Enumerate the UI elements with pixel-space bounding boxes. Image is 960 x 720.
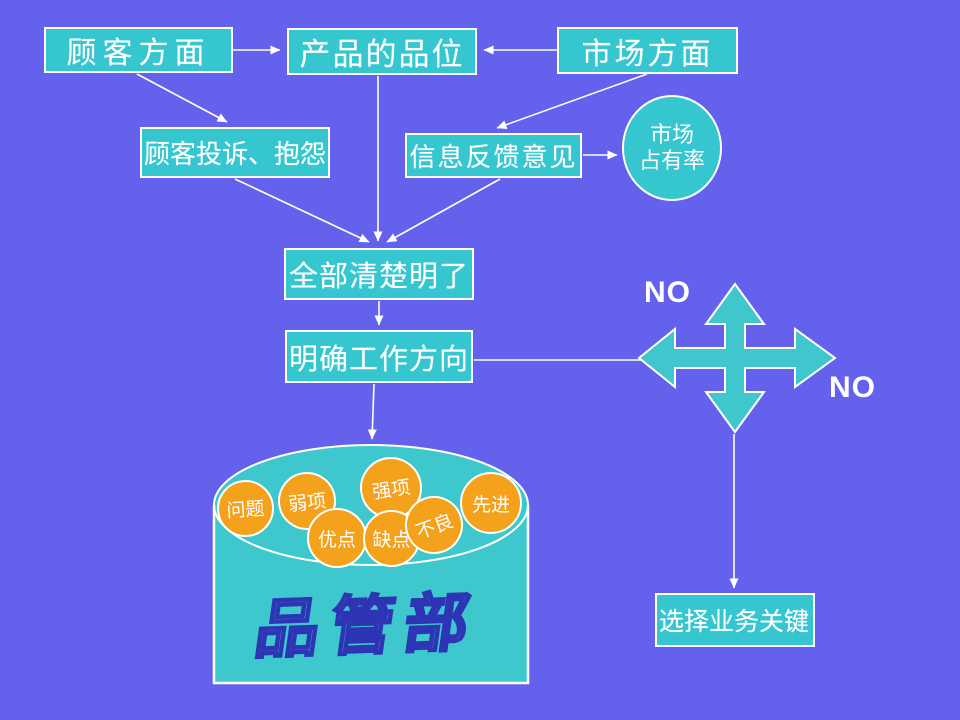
arrow-market-to-feedback [496,73,648,130]
node-feedback-opinions: 信息反馈意见 [405,133,582,178]
arrow-complaints-to-allclear [234,178,370,243]
no-label-right: NO [829,371,876,404]
bubble-advantages: 优点 [307,508,367,568]
department-title: 品管部 [249,586,485,667]
node-work-direction: 明确工作方向 [285,330,473,383]
node-customer-aspect: 顾客方面 [44,27,233,73]
node-all-clear: 全部清楚明了 [284,248,474,300]
arrow-workdir-to-cylinder [367,383,377,440]
node-product-grade: 产品的品位 [287,28,477,75]
connector-lines [136,45,739,589]
arrow-customer-to-complaints [136,73,228,123]
node-market-aspect: 市场方面 [557,27,738,74]
no-label-top: NO [644,276,691,309]
four-way-arrow-icon [637,282,837,434]
node-market-share: 市场 占有率 [622,95,722,201]
node-select-business-key: 选择业务关键 [655,593,815,647]
bubble-advanced: 先进 [460,472,522,534]
market-share-line2: 占有率 [638,148,705,173]
market-share-line1: 市场 [649,121,694,147]
arrow-feedback-to-allclear [386,178,501,243]
node-customer-complaints: 顾客投诉、抱怨 [140,127,330,178]
